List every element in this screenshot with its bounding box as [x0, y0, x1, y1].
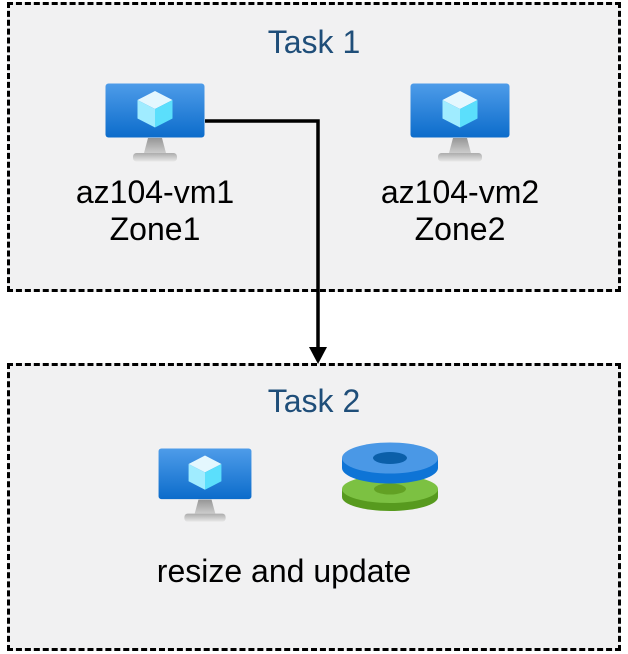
arrowhead-icon: [309, 347, 327, 364]
task2-title: Task 2: [267, 383, 361, 419]
managed-disks-icon: [342, 442, 438, 511]
vm-group-az104-vm1: az104-vm1 Zone1: [55, 83, 255, 248]
task2-action-label: resize and update: [156, 553, 412, 589]
vm-group-az104-vm2: az104-vm2 Zone2: [360, 83, 560, 248]
vm-label: az104-vm1 Zone1: [55, 174, 255, 248]
vm-zone: Zone1: [109, 211, 201, 247]
virtual-machine-icon: [105, 83, 205, 162]
virtual-machine-icon: [158, 448, 252, 522]
vm-label: az104-vm2 Zone2: [360, 174, 560, 248]
vm-name: az104-vm2: [380, 174, 540, 210]
task1-title: Task 1: [267, 24, 361, 60]
virtual-machine-icon: [410, 83, 510, 162]
vm-name: az104-vm1: [75, 174, 235, 210]
vm-zone: Zone2: [414, 211, 506, 247]
task1-box: Task 1 az104-vm1 Zone1: [7, 2, 621, 292]
task2-box: Task 2 resize and update: [7, 363, 621, 651]
